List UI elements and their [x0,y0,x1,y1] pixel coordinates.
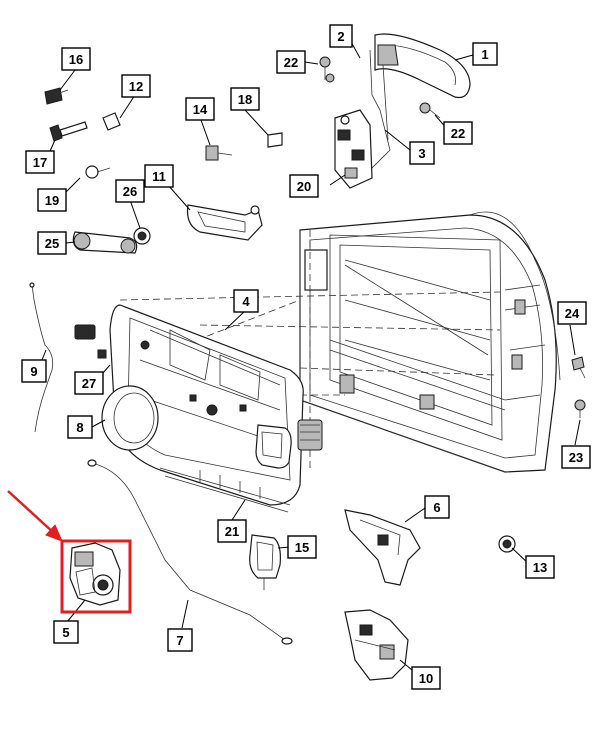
pull-handle-11 [186,204,263,241]
callout-2: 2 [329,24,353,48]
screw-24 [571,356,586,379]
highlight-part-5 [7,490,132,614]
callout-19-label: 19 [45,193,59,208]
callout-23-label: 23 [569,450,583,465]
cable-9 [29,282,54,433]
clip-23 [574,399,586,418]
screw-22a [319,56,335,83]
callout-25: 25 [37,231,67,255]
callout-18: 18 [230,87,260,111]
door-trim-panel [74,304,323,513]
callout-21-label: 21 [225,524,239,539]
callout-20-label: 20 [297,179,311,194]
callout-16: 16 [61,47,91,71]
callout-7-label: 7 [176,633,183,648]
callout-18-label: 18 [238,92,252,107]
door-frame-assembly [299,211,561,473]
callout-3: 3 [409,141,435,165]
callout-21: 21 [217,519,247,543]
seal-15 [249,534,281,590]
clip-14 [205,145,233,161]
bolt-16 [44,87,69,105]
pull-cup-25 [72,231,138,254]
callout-9-label: 9 [30,364,37,379]
screw-22b [419,102,441,119]
callout-8-label: 8 [76,420,83,435]
callout-22a: 22 [276,50,306,74]
callout-12-label: 12 [129,79,143,94]
callout-11: 11 [144,164,174,188]
nut-12 [102,112,121,131]
callout-5: 5 [53,620,79,644]
callout-12: 12 [121,74,151,98]
door-latch [334,109,373,189]
callout-1: 1 [472,42,498,66]
callout-22a-label: 22 [284,55,298,70]
callout-10: 10 [411,666,441,690]
callout-6: 6 [424,495,450,519]
callout-5-label: 5 [62,625,69,640]
callout-15: 15 [287,535,317,559]
callout-3-label: 3 [418,146,425,161]
regulator-bracket-6 [344,509,421,586]
grommet-13 [498,535,516,553]
callout-17-label: 17 [33,155,47,170]
callout-14: 14 [185,97,215,121]
callout-25-label: 25 [45,236,59,251]
callout-15-label: 15 [295,540,309,555]
callout-23: 23 [561,445,591,469]
regulator-bracket-10 [344,609,409,681]
exterior-door-handle [374,33,471,99]
callout-20: 20 [289,174,319,198]
handle-link-rod [369,49,391,171]
callout-16-label: 16 [69,52,83,67]
callout-22b: 22 [443,121,473,145]
callout-27: 27 [74,371,104,395]
grommet-26 [133,227,151,245]
callout-24: 24 [557,301,587,325]
callout-26-label: 26 [123,184,137,199]
callout-4: 4 [233,289,259,313]
bolt-17 [49,121,88,142]
clip-18 [267,132,283,148]
cable-7 [87,459,293,645]
callout-14-label: 14 [193,102,208,117]
callout-26: 26 [115,179,145,203]
callout-11-label: 11 [152,169,166,184]
screw-19 [85,165,111,179]
callout-8: 8 [67,415,93,439]
callout-19: 19 [37,188,67,212]
callout-24-label: 24 [565,306,580,321]
callout-13-label: 13 [533,560,547,575]
callout-13: 13 [525,555,555,579]
callout-22b-label: 22 [451,126,465,141]
callout-2-label: 2 [337,29,344,44]
callout-9: 9 [21,359,47,383]
callout-27-label: 27 [82,376,96,391]
window-motor-5 [69,542,121,606]
callout-6-label: 6 [433,500,440,515]
callout-17: 17 [25,150,55,174]
callout-4-label: 4 [242,294,250,309]
callout-1-label: 1 [481,47,488,62]
callout-10-label: 10 [419,671,433,686]
callout-7: 7 [167,628,193,652]
